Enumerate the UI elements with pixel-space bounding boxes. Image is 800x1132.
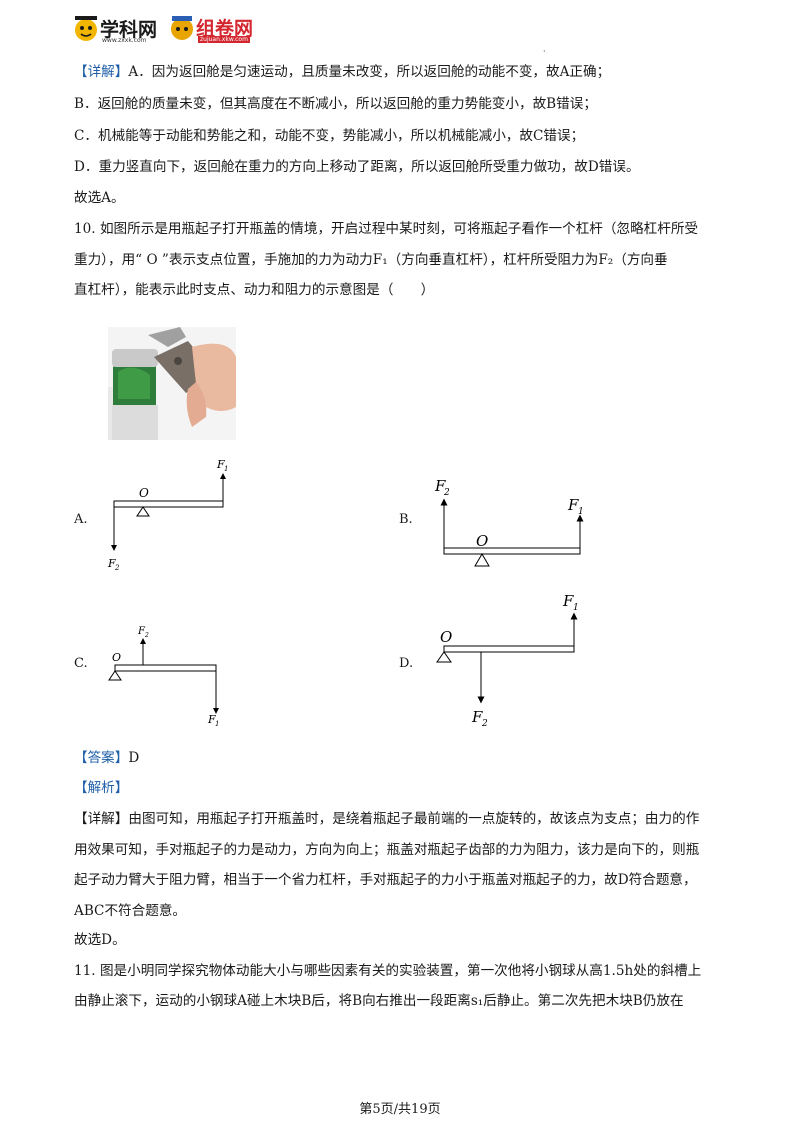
xkw-logo-url: www.zxxk.com — [102, 37, 147, 44]
pivot-label: O — [139, 486, 149, 500]
header-logos: 学科网 www.zxxk.com 组卷网 zujuan.xkw.com — [72, 12, 272, 46]
q9-detail-line-a: 【详解】A．因为返回舱是匀速运动，且质量未改变，所以返回舱的动能不变，故A正确； — [74, 64, 611, 80]
zujuan-logo-url: zujuan.xkw.com — [198, 36, 250, 43]
svg-text:2: 2 — [481, 719, 488, 729]
q10-detail-line-3: 起子动力臂大于阻力臂，相当于一个省力杠杆，手对瓶起子的力小于瓶盖对瓶起子的力，故… — [74, 872, 697, 888]
svg-text:2: 2 — [114, 564, 120, 572]
svg-text:F: F — [434, 477, 446, 495]
q10-analysis-tag: 【解析】 — [74, 780, 129, 796]
svg-text:F: F — [567, 496, 579, 514]
xkw-logo-icon — [75, 16, 193, 41]
option-d-label: D. — [399, 656, 414, 671]
q10-detail-line-2: 用效果可知，手对瓶起子的力是动力，方向为向上；瓶盖对瓶起子齿部的力为阻力，该力是… — [74, 842, 700, 858]
fulcrum-icon — [474, 553, 490, 567]
q11-line-2: 由静止滚下，运动的小钢球A碰上木块B后，将B向右推出一段距离s₁后静止。第二次先… — [74, 993, 684, 1009]
bottle-opener-photo — [108, 327, 236, 444]
pivot-label: O — [112, 651, 121, 664]
svg-text:1: 1 — [573, 603, 579, 613]
svg-text:F: F — [562, 592, 574, 610]
svg-text:F: F — [471, 708, 483, 726]
lever-bar — [443, 547, 581, 555]
pivot-label: O — [476, 532, 488, 550]
q10-choice: 故选D。 — [74, 932, 126, 948]
q10-line-3: 直杠杆），能表示此时支点、动力和阻力的示意图是（ ） — [74, 282, 435, 298]
stray-dot: · — [543, 47, 546, 56]
q10-line-1: 10. 如图所示是用瓶起子打开瓶盖的情境，开启过程中某时刻，可将瓶起子看作一个杠… — [74, 221, 699, 237]
q9-detail-line-c: C．机械能等于动能和势能之和，动能不变，势能减小，所以机械能减小，故C错误； — [74, 128, 585, 144]
lever-bar — [113, 500, 224, 508]
q10-detail-line-4: ABC不符合题意。 — [74, 903, 187, 919]
option-a-label: A. — [74, 512, 88, 527]
zujuan-logo-text: 组卷网 — [196, 18, 254, 40]
lever-bar — [114, 664, 217, 672]
svg-text:F: F — [207, 713, 216, 726]
fulcrum-icon — [436, 651, 452, 663]
fulcrum-icon — [108, 670, 122, 681]
fulcrum-icon — [136, 506, 150, 517]
q11-line-1: 11. 图是小明同学探究物体动能大小与哪些因素有关的实验装置，第一次他将小钢球从… — [74, 963, 702, 979]
svg-text:F: F — [107, 557, 116, 570]
pivot-label: O — [440, 628, 452, 646]
svg-text:2: 2 — [443, 488, 450, 498]
detail-tag: 【详解】 — [74, 64, 129, 80]
svg-text:1: 1 — [215, 720, 219, 728]
q10-line-2: 重力），用“ O ”表示支点位置，手施加的力为动力F₁（方向垂直杠杆），杠杆所受… — [74, 252, 668, 268]
q10-detail-line-1: 【详解】由图可知，用瓶起子打开瓶盖时，是绕着瓶起子最前端的一点旋转的，故该点为支… — [74, 811, 700, 827]
page-footer: 第5页/共19页 — [359, 1102, 441, 1117]
q9-detail-line-b: B．返回舱的质量未变，但其高度在不断减小，所以返回舱的重力势能变小，故B错误； — [74, 96, 597, 112]
svg-text:F: F — [216, 458, 225, 471]
q9-choice: 故选A。 — [74, 190, 125, 206]
q10-answer: 【答案】D — [74, 750, 140, 766]
q9-detail-line-d: D．重力竖直向下，返回舱在重力的方向上移动了距离，所以返回舱所受重力做功，故D错… — [74, 159, 640, 175]
xkw-logo-text: 学科网 — [100, 19, 158, 41]
svg-text:2: 2 — [144, 632, 149, 639]
option-b-label: B. — [399, 512, 413, 527]
svg-text:1: 1 — [578, 507, 584, 517]
lever-bar — [443, 645, 575, 653]
svg-text:1: 1 — [224, 465, 228, 473]
option-c-label: C. — [74, 656, 88, 671]
svg-text:F: F — [137, 626, 146, 637]
